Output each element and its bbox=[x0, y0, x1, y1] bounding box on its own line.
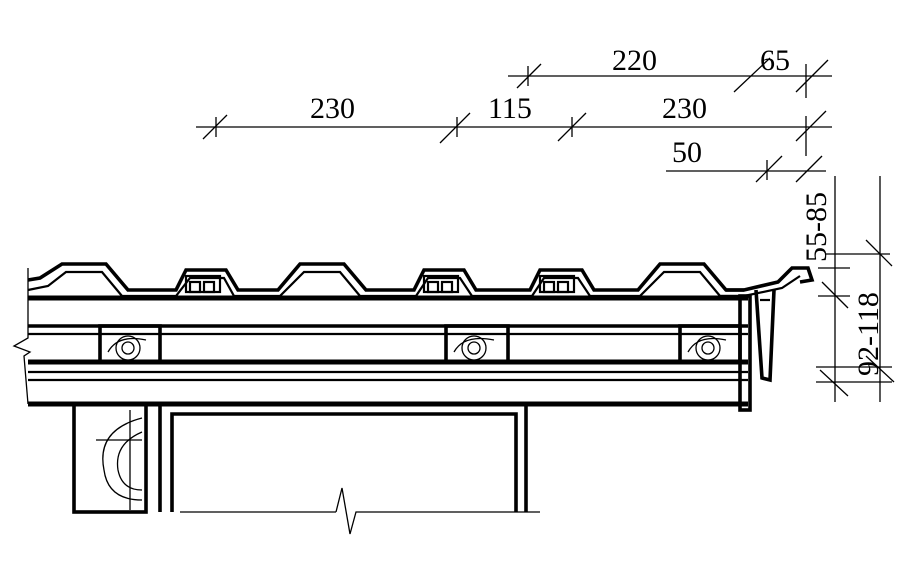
dim-50: 50 bbox=[672, 136, 702, 169]
dim-55-85: 55-85 bbox=[800, 192, 833, 262]
dim-230-left: 230 bbox=[310, 92, 355, 125]
dim-115: 115 bbox=[488, 92, 532, 125]
wall-structure bbox=[72, 402, 540, 535]
dim-92-118: 92-118 bbox=[852, 292, 885, 376]
batten-grain bbox=[107, 335, 727, 361]
roof-tiles bbox=[27, 262, 815, 298]
dim-65: 65 bbox=[760, 44, 790, 77]
roof-deck bbox=[12, 268, 776, 412]
dim-230-right: 230 bbox=[662, 92, 707, 125]
dimension-lines bbox=[196, 57, 895, 402]
dim-220: 220 bbox=[612, 44, 657, 77]
